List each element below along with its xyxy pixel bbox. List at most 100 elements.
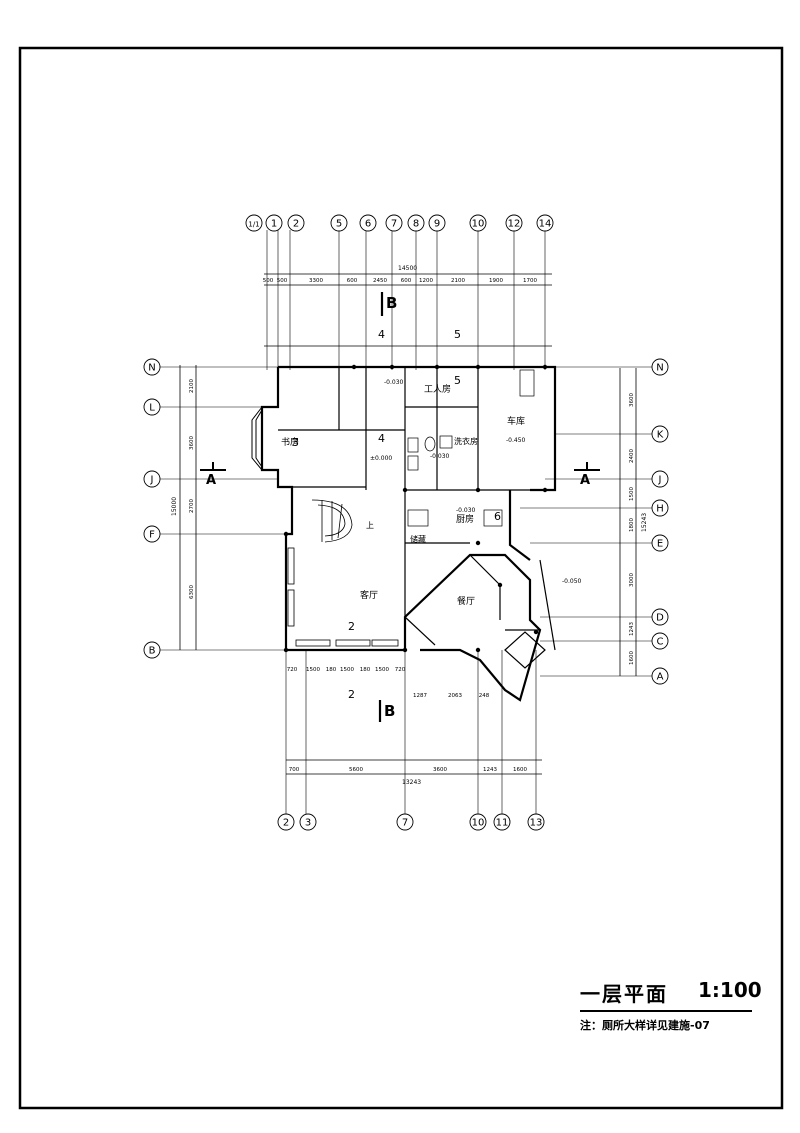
axis-bottom-13-label: 13 xyxy=(530,818,543,829)
axis-right-C-label: C xyxy=(657,637,664,648)
axis-top-6-circle xyxy=(359,214,377,232)
axis-top-14-circle xyxy=(536,214,554,232)
dining-bay xyxy=(404,554,556,669)
room-laundry: 洗衣房 xyxy=(454,436,478,446)
room-study: 书房 xyxy=(281,436,299,448)
axis-left-J-label: J xyxy=(150,475,154,486)
level-kitchen: -0.030 xyxy=(456,507,476,514)
room-dining: 餐厅 xyxy=(457,595,475,607)
axis-left-F-label: F xyxy=(149,530,155,541)
axis-bottom-2-circle xyxy=(277,813,295,831)
drawing-note: 注：厕所大样详见建施-07 xyxy=(580,1019,710,1032)
room-kitchen: 厨房 xyxy=(456,513,474,525)
axis-top-8-label: 8 xyxy=(413,219,419,230)
axis-right-A-label: A xyxy=(657,672,664,683)
axis-bottom-10-circle xyxy=(469,813,487,831)
dim-left-total: 15000 xyxy=(171,497,178,516)
dim-top-4: 2450 xyxy=(373,278,387,284)
axis-right-J-label: J xyxy=(658,475,662,486)
dim-dining-2: 248 xyxy=(479,693,490,699)
mark-5-top: 5 xyxy=(454,328,461,341)
dim-left-1: 3600 xyxy=(189,436,195,450)
axis-right-H-circle xyxy=(651,499,669,517)
axis-right-A-circle xyxy=(651,667,669,685)
axis-left-N-circle xyxy=(143,358,161,376)
fixtures xyxy=(407,369,535,527)
axis-left-L-circle xyxy=(143,398,161,416)
axis-top-14-label: 14 xyxy=(539,219,552,230)
dim-top-5: 600 xyxy=(401,278,412,284)
dim-left-3: 6300 xyxy=(189,585,195,599)
axis-right-K-label: K xyxy=(657,430,664,441)
axis-top-1-circle xyxy=(265,214,283,232)
axis-top-12-label: 12 xyxy=(508,219,521,230)
axis-gridlines-vertical xyxy=(266,230,546,815)
axis-right-H-label: H xyxy=(656,504,664,515)
axis-bottom-10-label: 10 xyxy=(472,818,485,829)
axis-top-10-circle xyxy=(469,214,487,232)
sheet-border xyxy=(18,46,784,1110)
dim-bottom-0: 700 xyxy=(289,767,300,773)
axis-left-L-label: L xyxy=(149,403,155,414)
axis-top-5-label: 5 xyxy=(336,219,342,230)
axis-left-B-circle xyxy=(143,641,161,659)
axis-top-8-circle xyxy=(407,214,425,232)
dim-living-1: 1500 xyxy=(306,667,320,673)
axis-bottom-7-circle xyxy=(396,813,414,831)
dim-top-1: 500 xyxy=(277,278,288,284)
dim-bottom-2: 3600 xyxy=(433,767,447,773)
axis-bottom-7-label: 7 xyxy=(402,818,408,829)
drawing-title: 一层平面 xyxy=(580,982,668,1006)
axis-right-N-label: N xyxy=(656,363,663,374)
dim-bottom-3: 1243 xyxy=(483,767,497,773)
axis-right-C-circle xyxy=(651,632,669,650)
axis-top-5-circle xyxy=(330,214,348,232)
axis-left-N-label: N xyxy=(148,363,155,374)
dim-right-6: 1600 xyxy=(629,651,635,665)
dim-left-0: 2100 xyxy=(189,379,195,393)
axis-top-1-label: 1 xyxy=(271,219,277,230)
axis-right-J-circle xyxy=(651,470,669,488)
axis-bottom-3-circle xyxy=(299,813,317,831)
mark-4-top: 4 xyxy=(378,328,385,341)
stair-up-label: 上 xyxy=(366,521,374,530)
section-a-left: A xyxy=(206,473,216,488)
title-underline xyxy=(580,1010,752,1012)
section-b-bottom: B xyxy=(384,702,395,720)
axis-right-D-label: D xyxy=(656,613,664,624)
dim-dining-0: 1287 xyxy=(413,693,427,699)
dim-living-2: 180 xyxy=(326,667,337,673)
axis-top-9-label: 9 xyxy=(434,219,440,230)
dim-top-3: 600 xyxy=(347,278,358,284)
dim-top-total: 14500 xyxy=(398,265,417,272)
mark-2-bottom: 2 xyxy=(348,688,355,701)
axis-bottom-11-label: 11 xyxy=(496,818,509,829)
section-b-top: B xyxy=(386,294,397,312)
bay-window xyxy=(251,406,263,471)
axis-top-2-circle xyxy=(287,214,305,232)
axis-top-6-label: 6 xyxy=(365,219,371,230)
dim-top-0: 500 xyxy=(263,278,274,284)
dim-living-0: 720 xyxy=(287,667,298,673)
section-a-right: A xyxy=(580,473,590,488)
axis-left-J-circle xyxy=(143,470,161,488)
dim-living-5: 1500 xyxy=(375,667,389,673)
mark-5-mid: 5 xyxy=(454,374,461,387)
dim-left-2: 2700 xyxy=(189,499,195,513)
level-worker: -0.030 xyxy=(384,379,404,386)
bottom-dimension-lines xyxy=(286,759,542,775)
room-worker: 工人房 xyxy=(424,383,451,395)
dim-right-4: 3000 xyxy=(629,573,635,587)
dim-right-2: 1500 xyxy=(629,487,635,501)
axis-right-D-circle xyxy=(651,608,669,626)
axis-top-1/1-label: 1/1 xyxy=(248,221,259,229)
living-windows xyxy=(287,547,399,647)
